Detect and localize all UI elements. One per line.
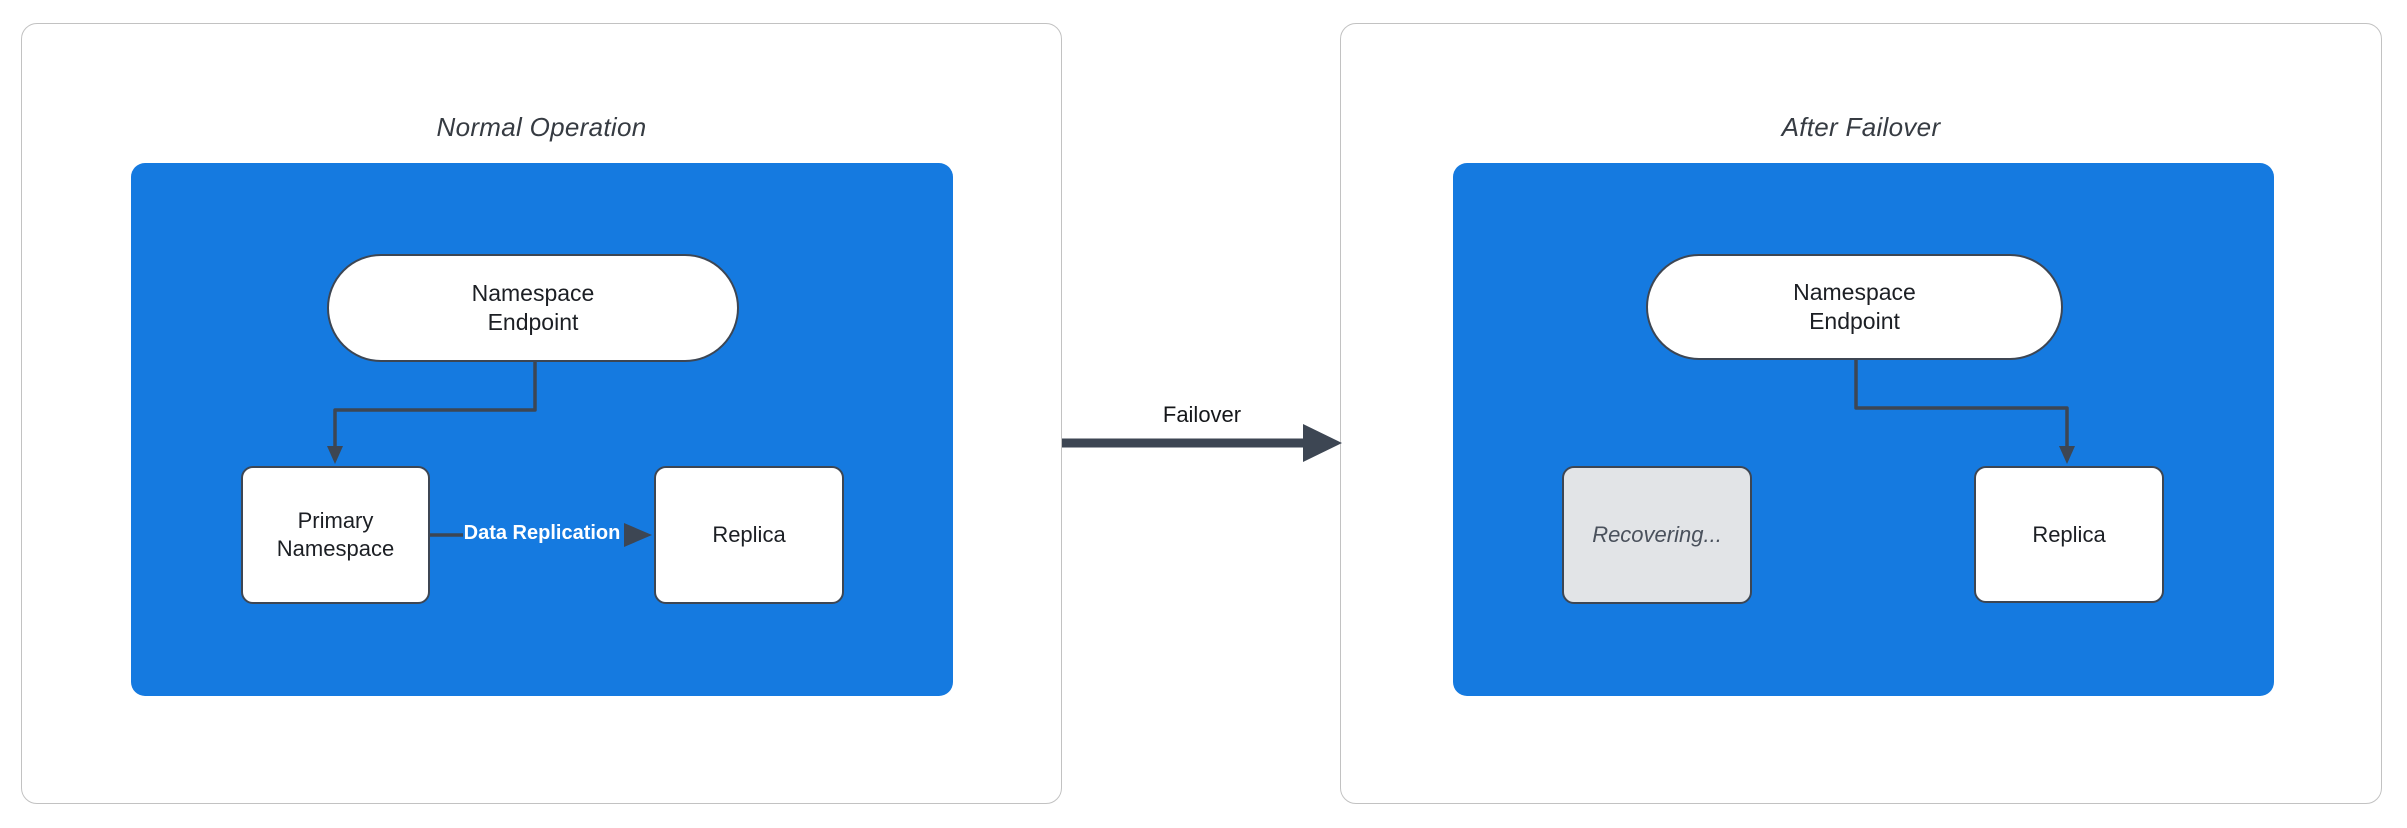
node-label: Namespace Endpoint [1793,278,1916,334]
failover-label: Failover [1162,402,1242,427]
node-label: Recovering... [1592,522,1722,548]
node-recovering: Recovering... [1562,466,1752,604]
node-label: Replica [2032,521,2106,547]
node-namespace-endpoint-right: Namespace Endpoint [1646,254,2063,360]
node-label: Primary Namespace [276,508,395,561]
data-replication-label: Data Replication [463,522,621,544]
node-namespace-endpoint-left: Namespace Endpoint [327,254,739,362]
node-primary-namespace: Primary Namespace [241,466,430,604]
node-label: Namespace Endpoint [471,279,595,335]
node-replica-right: Replica [1974,466,2164,603]
node-label: Replica [712,522,786,548]
failover-arrowhead [1303,424,1342,462]
node-replica-left: Replica [654,466,844,604]
namespace-cluster-left [131,163,953,696]
panel-title-normal-operation: Normal Operation [436,112,647,142]
panel-title-after-failover: After Failover [1781,112,1941,142]
namespace-cluster-right [1453,163,2274,696]
